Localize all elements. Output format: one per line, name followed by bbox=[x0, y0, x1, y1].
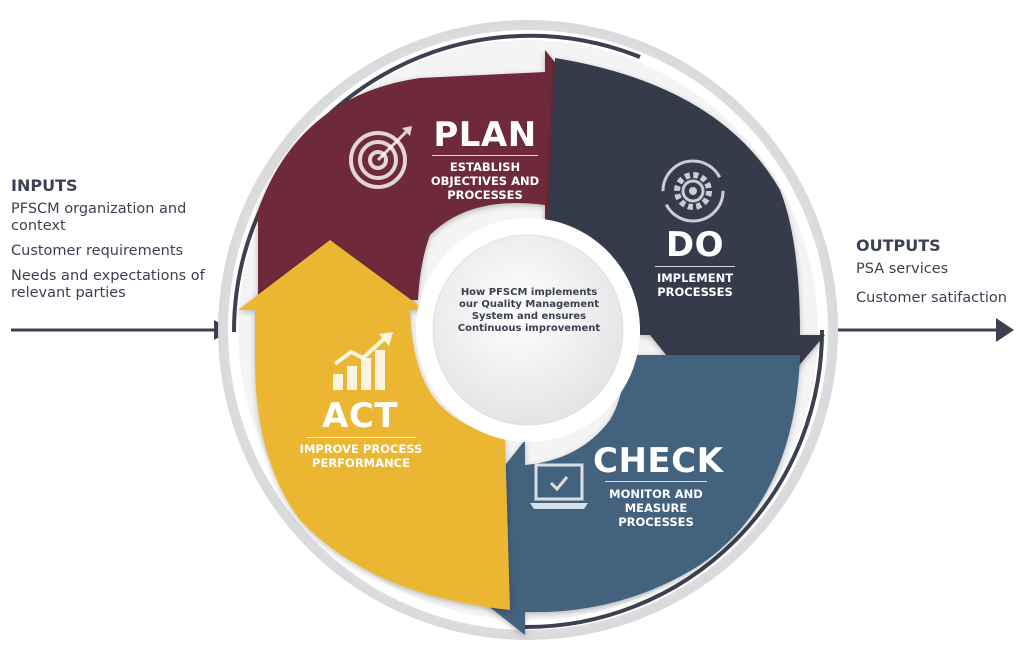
act-subtitle: IMPROVE PROCESS PERFORMANCE bbox=[299, 442, 423, 470]
gear-cycle-icon bbox=[661, 159, 725, 223]
do-subtitle: IMPLEMENT PROCESSES bbox=[656, 271, 734, 299]
output-item: Customer satifaction bbox=[856, 290, 1007, 306]
target-icon bbox=[349, 126, 412, 189]
output-arrowhead bbox=[996, 318, 1014, 342]
input-item: Customer requirements bbox=[11, 243, 184, 259]
check-rule bbox=[605, 481, 707, 482]
check-title: CHECK bbox=[593, 441, 724, 481]
act-arrow bbox=[238, 240, 510, 610]
center-description: How PFSCM implements our Quality Managem… bbox=[457, 287, 601, 334]
do-rule bbox=[655, 266, 735, 267]
do-title: DO bbox=[665, 225, 725, 265]
act-rule bbox=[306, 437, 416, 438]
ring-arc-top bbox=[232, 33, 641, 333]
plan-title: PLAN bbox=[433, 115, 537, 155]
plan-rule bbox=[432, 155, 538, 156]
do-arrow bbox=[548, 58, 825, 440]
chart-growth-icon bbox=[333, 332, 393, 390]
output-item: PSA services bbox=[856, 261, 949, 277]
input-item: Needs and expectations of relevant parti… bbox=[11, 268, 205, 301]
plan-arrow bbox=[258, 50, 610, 300]
check-subtitle: MONITOR AND MEASURE PROCESSES bbox=[609, 487, 703, 529]
check-arrow bbox=[430, 355, 800, 635]
center-disc bbox=[432, 234, 624, 426]
ring-arc-bottom bbox=[524, 329, 825, 630]
plan-subtitle: ESTABLISH OBJECTIVES AND PROCESSES bbox=[430, 160, 540, 202]
inputs-title: INPUTS bbox=[11, 176, 78, 195]
act-title: ACT bbox=[322, 396, 398, 436]
inputs-block: INPUTS PFSCM organization and context Cu… bbox=[11, 176, 211, 310]
input-item: PFSCM organization and context bbox=[11, 201, 187, 234]
outputs-block: OUTPUTS PSA services Customer satifactio… bbox=[856, 236, 1024, 315]
laptop-check-icon bbox=[530, 463, 588, 509]
outputs-title: OUTPUTS bbox=[856, 236, 941, 255]
